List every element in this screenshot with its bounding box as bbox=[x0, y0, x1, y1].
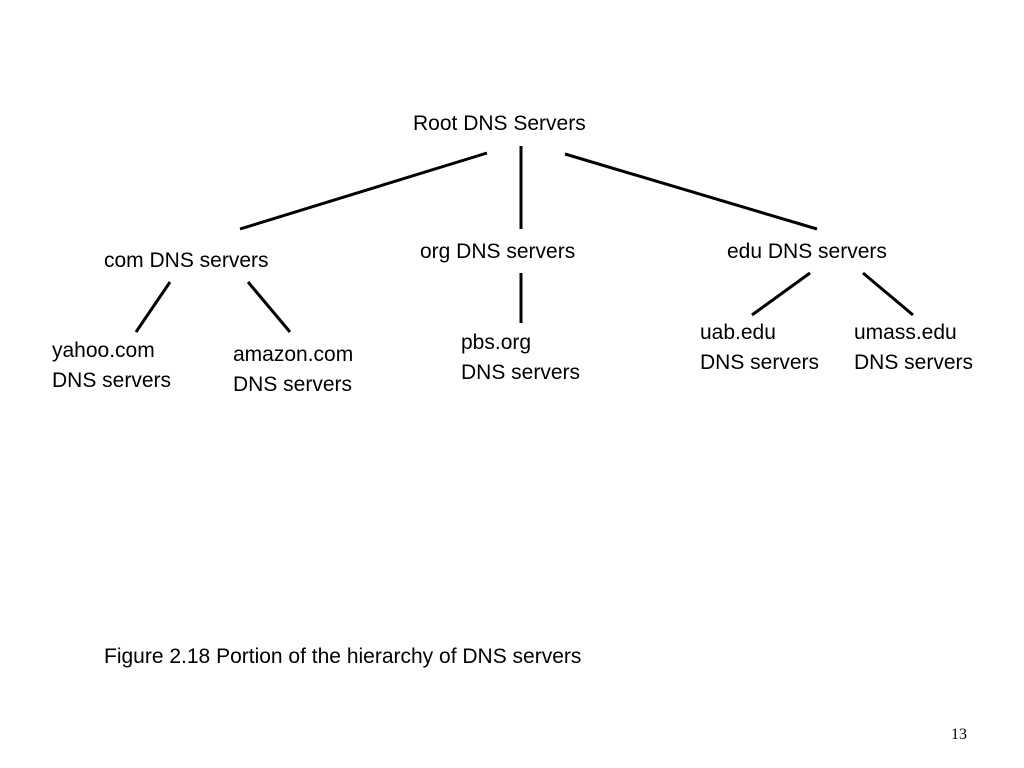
edu-dns-label: edu DNS servers bbox=[727, 240, 887, 263]
root-dns-label: Root DNS Servers bbox=[413, 112, 586, 135]
yahoo-servers-label: DNS servers bbox=[52, 369, 172, 392]
figure-caption: Figure 2.18 Portion of the hierarchy of … bbox=[104, 645, 582, 668]
yahoo-domain-label: yahoo.com bbox=[52, 339, 155, 362]
root-dns-node: Root DNS Servers bbox=[413, 109, 586, 139]
amazon-dns-node: amazon.com DNS servers bbox=[233, 340, 353, 400]
yahoo-dns-node: yahoo.com DNS servers bbox=[52, 336, 171, 396]
amazon-servers-label: DNS servers bbox=[233, 373, 353, 396]
edge-com-yahoo bbox=[134, 281, 172, 333]
uab-domain-label: uab.edu bbox=[700, 321, 776, 344]
edge-edu-uab bbox=[751, 271, 811, 317]
uab-servers-label: DNS servers bbox=[700, 351, 820, 374]
edge-edu-umass bbox=[862, 271, 914, 317]
com-dns-label: com DNS servers bbox=[104, 249, 269, 272]
pbs-domain-label: pbs.org bbox=[461, 331, 532, 354]
pbs-dns-node: pbs.org DNS servers bbox=[461, 328, 580, 388]
com-dns-node: com DNS servers bbox=[104, 246, 269, 276]
edge-root-com bbox=[239, 151, 488, 231]
uab-dns-node: uab.edu DNS servers bbox=[700, 318, 819, 378]
amazon-domain-label: amazon.com bbox=[233, 343, 354, 366]
edge-com-amazon bbox=[246, 281, 292, 333]
org-dns-label: org DNS servers bbox=[420, 240, 576, 263]
edu-dns-node: edu DNS servers bbox=[727, 237, 887, 267]
umass-servers-label: DNS servers bbox=[854, 351, 974, 374]
umass-dns-node: umass.edu DNS servers bbox=[854, 318, 973, 378]
org-dns-node: org DNS servers bbox=[420, 237, 575, 267]
umass-domain-label: umass.edu bbox=[854, 321, 957, 344]
pbs-servers-label: DNS servers bbox=[461, 361, 581, 384]
page-number: 13 bbox=[951, 726, 967, 743]
edge-root-edu bbox=[564, 152, 818, 231]
